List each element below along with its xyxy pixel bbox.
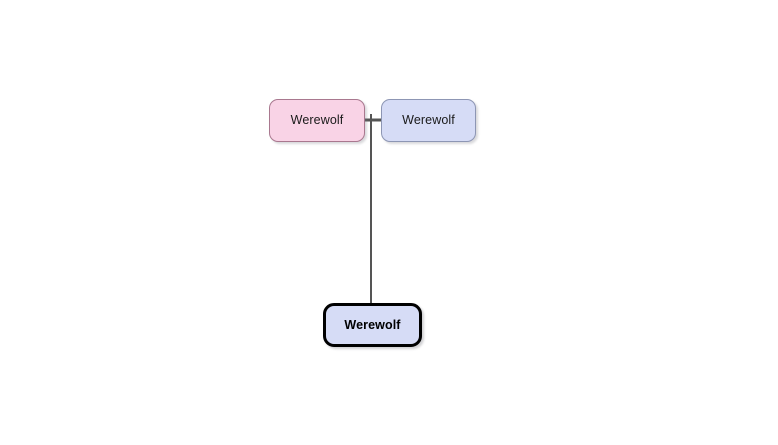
node-child-selected[interactable]: Werewolf	[323, 303, 422, 347]
node-parent-male[interactable]: Werewolf	[381, 99, 476, 142]
node-label-parent-male: Werewolf	[402, 113, 455, 128]
node-label-child-selected: Werewolf	[344, 317, 401, 332]
node-parent-female[interactable]: Werewolf	[269, 99, 365, 142]
node-label-parent-female: Werewolf	[290, 113, 344, 128]
